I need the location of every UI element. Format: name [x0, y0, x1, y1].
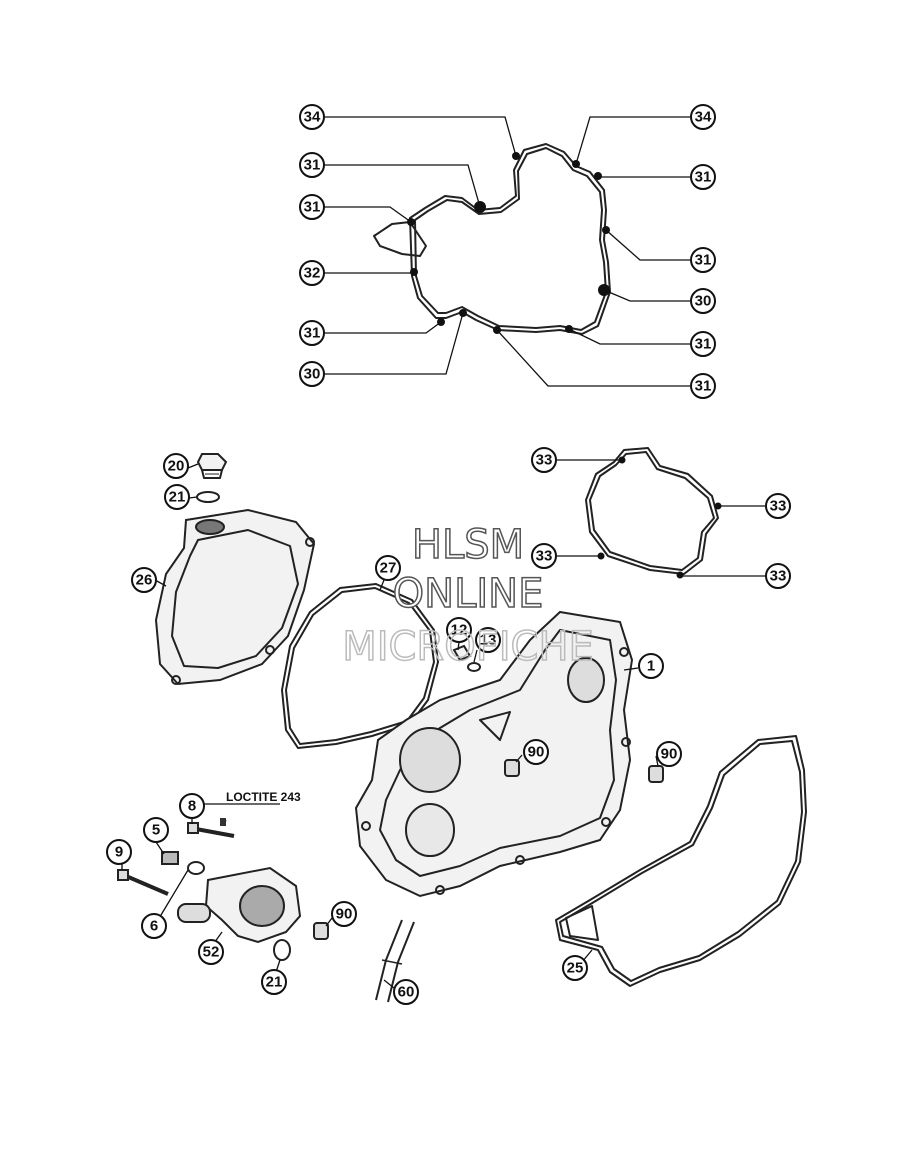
crankcase-cover-gasket[interactable]: [555, 735, 807, 987]
callout-27: 27: [375, 555, 401, 581]
callout-21-top: 21: [164, 484, 190, 510]
callout-8: 8: [179, 793, 205, 819]
callout-31-g: 31: [690, 373, 716, 399]
svg-text:12: 12: [451, 622, 468, 639]
crankcase-cover[interactable]: [354, 610, 634, 898]
svg-text:5: 5: [152, 822, 160, 839]
gasket-dots: [407, 152, 610, 334]
svg-text:26: 26: [136, 572, 153, 589]
svg-text:31: 31: [695, 378, 712, 395]
outer-clutch-cover[interactable]: [154, 508, 316, 686]
callout-31-d: 31: [690, 247, 716, 273]
callout-1: 1: [638, 653, 664, 679]
svg-text:31: 31: [695, 169, 712, 186]
callout-31-a: 31: [299, 152, 325, 178]
svg-text:20: 20: [168, 458, 185, 475]
svg-text:60: 60: [398, 984, 415, 1001]
svg-text:34: 34: [695, 109, 712, 126]
bolt-8[interactable]: [187, 822, 235, 838]
callout-26: 26: [131, 567, 157, 593]
o-ring-top[interactable]: [196, 491, 220, 503]
gasket-33-dots: [556, 456, 766, 579]
svg-text:27: 27: [380, 560, 397, 577]
coolant-hose[interactable]: [375, 919, 415, 1003]
callout-20: 20: [163, 453, 189, 479]
callout-30-left: 30: [299, 361, 325, 387]
loctite-drop: [220, 818, 226, 826]
dowel-pins[interactable]: [313, 759, 664, 940]
watermark: HLSM ONLINE MICROFICHE: [341, 521, 594, 671]
callout-31-c: 31: [299, 194, 325, 220]
o-ring-bottom[interactable]: [273, 939, 291, 961]
svg-text:30: 30: [304, 366, 321, 383]
clutch-cover-gasket[interactable]: [585, 447, 719, 575]
inner-cover-gasket[interactable]: [373, 143, 611, 335]
callout-90-center: 90: [523, 739, 549, 765]
svg-text:ONLINE: ONLINE: [393, 571, 544, 617]
svg-text:90: 90: [661, 746, 678, 763]
callout-60: 60: [393, 979, 419, 1005]
callout-31-b: 31: [690, 164, 716, 190]
outer-cover-gasket[interactable]: [281, 583, 439, 749]
svg-text:25: 25: [567, 960, 584, 977]
svg-text:33: 33: [770, 498, 787, 515]
callout-13: 13: [475, 627, 501, 653]
water-pump-cover[interactable]: [177, 866, 302, 944]
svg-text:6: 6: [150, 918, 158, 935]
washer-6[interactable]: [187, 861, 205, 875]
svg-text:31: 31: [695, 336, 712, 353]
callout-5: 5: [143, 817, 169, 843]
svg-text:HLSM: HLSM: [412, 522, 524, 568]
svg-text:MICROFICHE: MICROFICHE: [342, 624, 594, 670]
svg-text:52: 52: [203, 944, 220, 961]
callout-90-right: 90: [656, 741, 682, 767]
svg-text:31: 31: [695, 252, 712, 269]
callout-31-f: 31: [690, 331, 716, 357]
svg-text:21: 21: [266, 974, 283, 991]
callout-31-e: 31: [299, 320, 325, 346]
top-leader-lines: [324, 116, 690, 387]
svg-text:31: 31: [304, 157, 321, 174]
svg-text:33: 33: [770, 568, 787, 585]
svg-text:33: 33: [536, 548, 553, 565]
svg-text:31: 31: [304, 325, 321, 342]
oil-filler-plug[interactable]: [196, 453, 228, 479]
svg-text:21: 21: [169, 489, 186, 506]
callout-32: 32: [299, 260, 325, 286]
callout-9: 9: [106, 839, 132, 865]
callout-33-a: 33: [531, 447, 557, 473]
bleed-screw-5[interactable]: [161, 851, 179, 865]
svg-text:9: 9: [115, 844, 123, 861]
callout-34-right: 34: [690, 104, 716, 130]
callout-12: 12: [446, 617, 472, 643]
callout-6: 6: [141, 913, 167, 939]
svg-text:90: 90: [528, 744, 545, 761]
svg-text:30: 30: [695, 293, 712, 310]
svg-text:34: 34: [304, 109, 321, 126]
loctite-label: LOCTITE 243: [226, 790, 301, 804]
callout-33-d: 33: [765, 563, 791, 589]
callout-33-b: 33: [765, 493, 791, 519]
bolt-9[interactable]: [117, 869, 169, 896]
svg-text:31: 31: [304, 199, 321, 216]
callout-34-left: 34: [299, 104, 325, 130]
svg-text:8: 8: [188, 798, 196, 815]
callout-33-c: 33: [531, 543, 557, 569]
callout-90-bottom: 90: [331, 901, 357, 927]
svg-text:90: 90: [336, 906, 353, 923]
callout-30-right: 30: [690, 288, 716, 314]
svg-text:13: 13: [480, 632, 497, 649]
callout-21-bottom: 21: [261, 969, 287, 995]
svg-text:1: 1: [647, 658, 655, 675]
callout-52: 52: [198, 939, 224, 965]
svg-text:33: 33: [536, 452, 553, 469]
callout-25: 25: [562, 955, 588, 981]
svg-text:32: 32: [304, 265, 321, 282]
